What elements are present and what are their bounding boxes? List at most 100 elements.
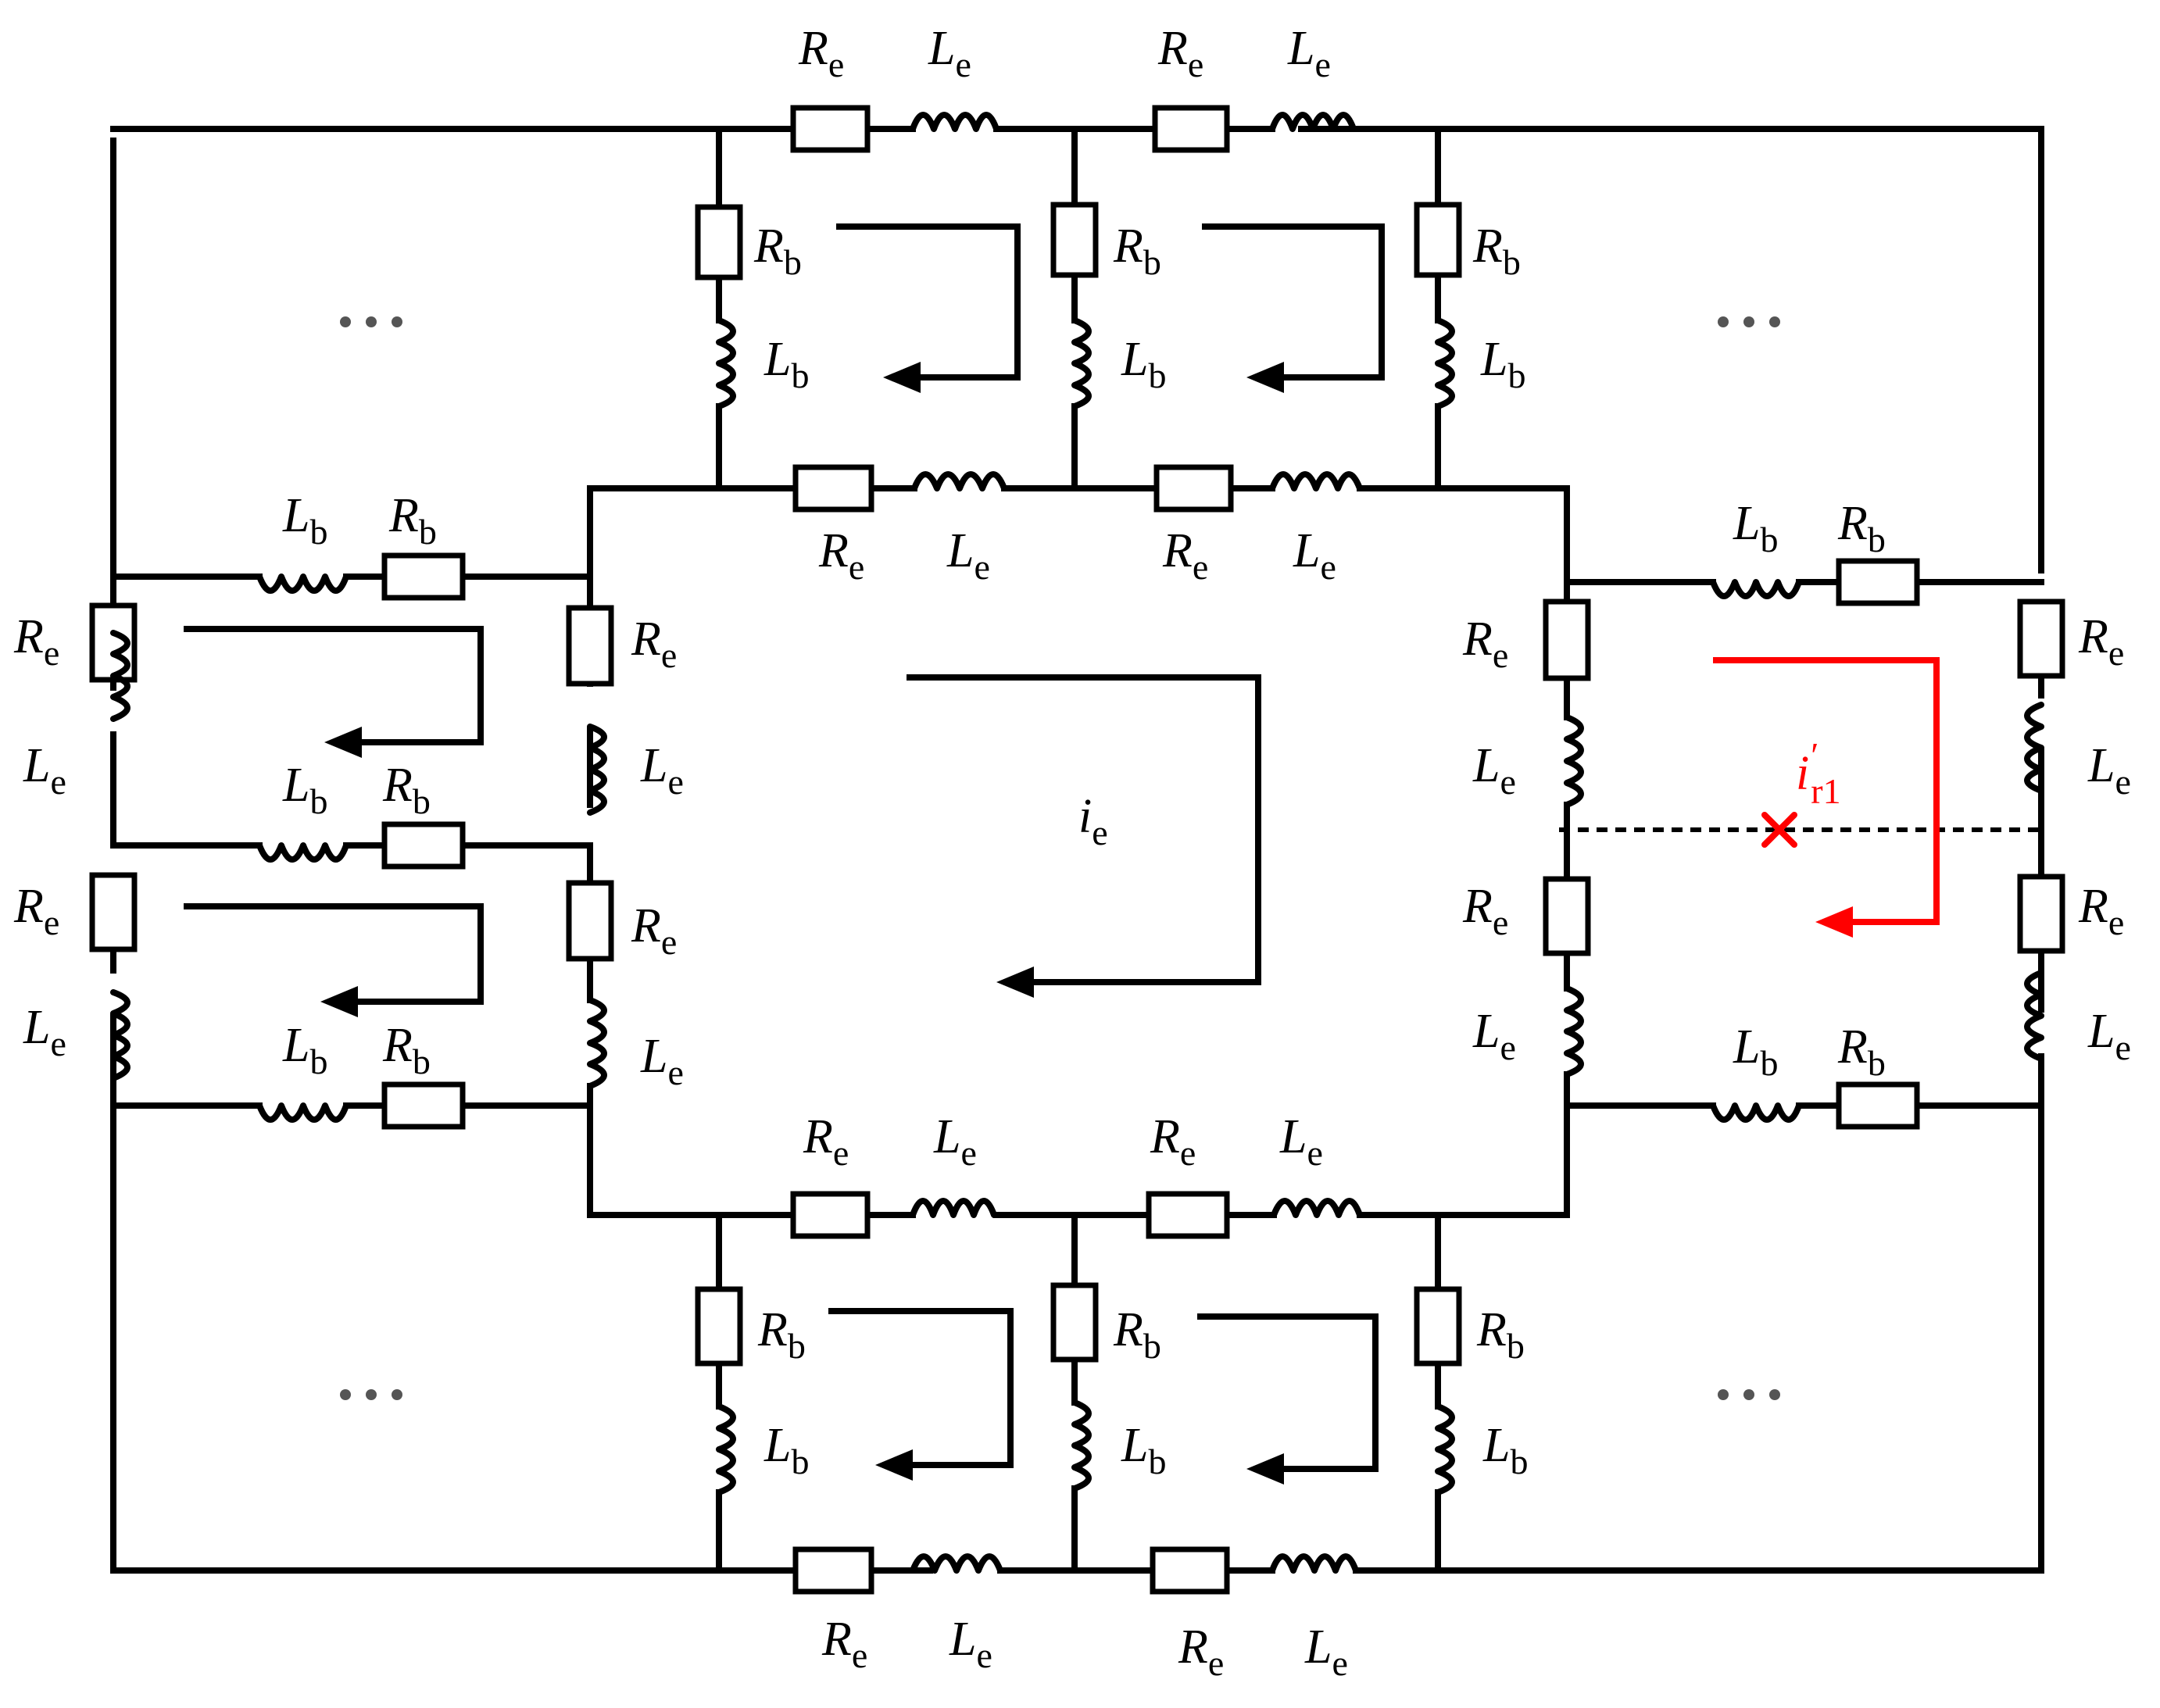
mesh-arrowhead	[324, 727, 362, 758]
resistors	[89, 105, 2065, 1595]
resistor-re	[1146, 1191, 1230, 1239]
resistor-re	[790, 1191, 871, 1239]
resistor-rb	[1414, 1286, 1462, 1367]
wires	[110, 126, 2044, 1574]
mesh-arrow-line	[1197, 1313, 1379, 1472]
open-circuit-x-icon	[1761, 812, 1797, 848]
label-lb: Lb	[282, 759, 327, 821]
inductor-lb	[1710, 579, 1802, 599]
label-lb: Lb	[1480, 333, 1525, 395]
label-re: Re	[631, 613, 677, 675]
inductor-le	[587, 997, 607, 1089]
label-le: Le	[1287, 22, 1331, 84]
inductor-le	[110, 989, 131, 1081]
label-le: Le	[640, 739, 684, 802]
inductor-le	[2024, 702, 2044, 794]
resistor-rb	[695, 204, 743, 280]
label-le: Le	[1304, 1620, 1348, 1683]
inductor-lb	[1435, 317, 1455, 409]
label-rb: Rb	[1113, 1303, 1161, 1366]
inductor-le	[1564, 714, 1584, 808]
label-re: Re	[821, 1613, 867, 1675]
label-le: Le	[23, 1001, 66, 1063]
ellipsis-top-right-icon	[1718, 316, 1780, 327]
label-rb: Rb	[382, 759, 431, 821]
label-rb: Rb	[1837, 497, 1886, 559]
inductor-le	[1269, 471, 1363, 491]
label-lb: Lb	[764, 1419, 809, 1481]
resistor-rb	[1414, 202, 1462, 278]
mesh-arrow-line	[184, 626, 484, 745]
label-le: Le	[640, 1030, 684, 1092]
inductor-lb	[716, 317, 736, 409]
resistor-rb	[381, 821, 466, 870]
label-le: Le	[1293, 524, 1336, 587]
label-re: Re	[1462, 880, 1508, 942]
inductor-lb	[1435, 1403, 1455, 1495]
label-le: Le	[23, 739, 66, 802]
fault-current-arrowhead	[1815, 906, 1853, 938]
label-rb: Rb	[388, 489, 437, 552]
inductor-lb	[256, 1102, 349, 1123]
label-re: Re	[2078, 880, 2124, 942]
label-fault-current: i′r1	[1796, 735, 1841, 811]
label-le: Le	[2087, 1005, 2131, 1067]
inductor-le	[1269, 1553, 1359, 1574]
mesh-arrow-line	[1202, 223, 1385, 381]
label-le: Le	[2087, 739, 2131, 802]
resistor-rb	[381, 1081, 466, 1130]
resistor-re	[792, 464, 874, 513]
label-rb: Rb	[753, 220, 802, 282]
resistor-re	[1152, 105, 1230, 153]
label-le: Le	[928, 22, 971, 84]
center-ring-wire	[587, 485, 1570, 1218]
label-ie: ie	[1078, 790, 1108, 852]
resistor-re	[1543, 599, 1591, 681]
ellipsis-top-left-icon	[340, 316, 402, 327]
component-labels: Re Le Re Le Rb Lb Rb Lb Rb Lb Re Le Re L…	[13, 22, 2131, 1683]
resistor-re	[2017, 874, 2065, 954]
label-rb: Rb	[382, 1019, 431, 1081]
label-le: Le	[1472, 739, 1516, 802]
resistor-re	[2017, 599, 2065, 679]
label-rb: Rb	[1472, 220, 1521, 282]
inductor-lb	[1071, 1399, 1092, 1492]
resistor-rb	[1050, 1282, 1099, 1363]
label-lb: Lb	[764, 333, 809, 395]
label-re: Re	[803, 1110, 849, 1173]
label-re: Re	[1178, 1620, 1224, 1683]
mesh-arrow-line	[828, 1308, 1014, 1468]
label-lb: Lb	[282, 1019, 327, 1081]
mesh-arrowhead	[883, 362, 921, 393]
inductor-le	[910, 1198, 997, 1218]
inductor-lb	[256, 842, 349, 863]
ellipsis-bottom-left-icon	[340, 1389, 402, 1400]
resistor-rb	[1836, 558, 1920, 606]
resistor-re	[792, 1546, 874, 1595]
label-re: Re	[1462, 613, 1508, 675]
mesh-current-arrows	[184, 223, 1940, 1485]
label-lb: Lb	[1733, 1020, 1778, 1083]
resistor-rb	[695, 1286, 743, 1367]
inductor-le	[1271, 1198, 1363, 1218]
label-re: Re	[631, 899, 677, 962]
label-re: Re	[2078, 610, 2124, 673]
mesh-arrow-line	[907, 674, 1261, 985]
inductor-lb	[716, 1403, 736, 1495]
resistor-re	[566, 605, 614, 687]
inductor-lb	[1710, 1102, 1802, 1123]
label-lb: Lb	[1733, 497, 1778, 559]
mesh-arrowhead	[1246, 362, 1284, 393]
resistor-re	[790, 105, 871, 153]
label-le: Le	[1472, 1005, 1516, 1067]
label-re: Re	[798, 22, 844, 84]
inductors	[110, 112, 2044, 1574]
label-lb: Lb	[1482, 1419, 1528, 1481]
label-lb: Lb	[1121, 333, 1166, 395]
fault-current-arrow-line	[1713, 657, 1940, 925]
label-re: Re	[1150, 1110, 1196, 1173]
label-re: Re	[1157, 22, 1203, 84]
label-re: Re	[818, 524, 864, 587]
inductor-le	[110, 630, 131, 722]
